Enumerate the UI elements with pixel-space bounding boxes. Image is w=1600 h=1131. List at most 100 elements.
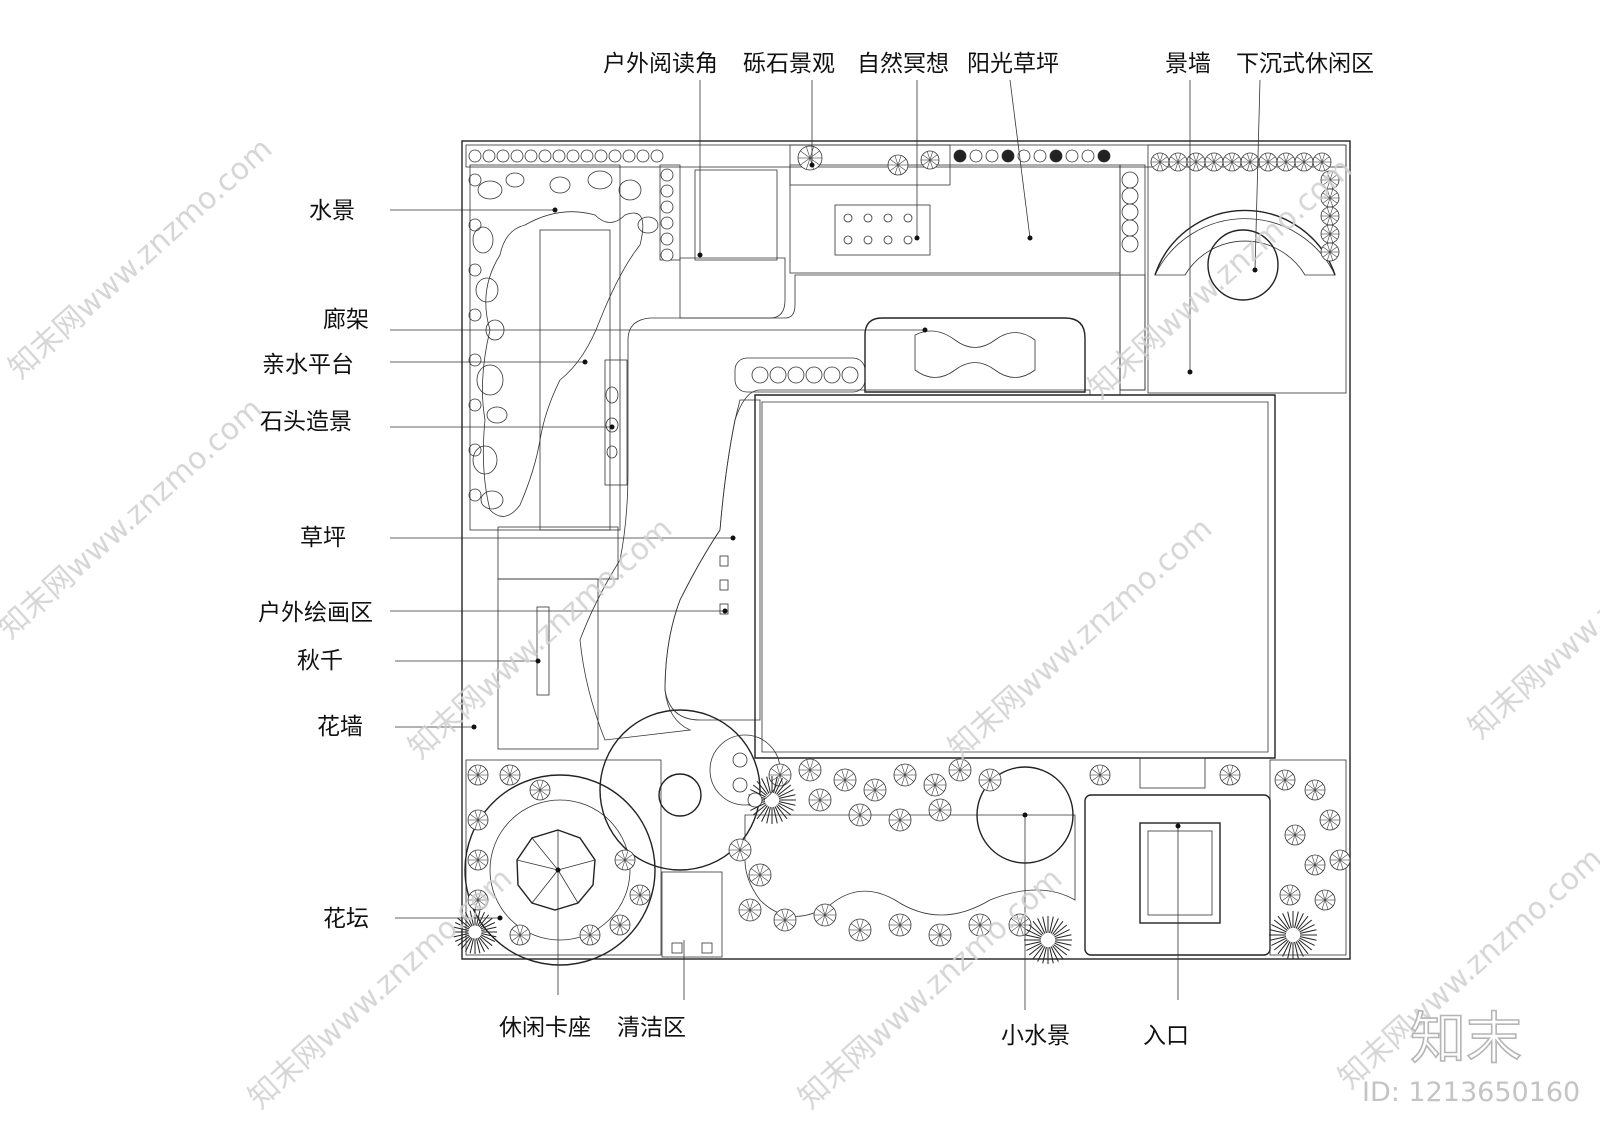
shrub-symbol <box>660 200 674 214</box>
site-boundary <box>461 140 1351 960</box>
shrub-symbol <box>1065 149 1079 163</box>
tree-symbol <box>509 924 531 946</box>
tree-symbol <box>748 863 772 887</box>
tree-symbol <box>1320 170 1340 190</box>
shrub-symbol <box>660 184 674 198</box>
watermark-text: 知末网www.znzmo.com <box>0 391 269 646</box>
pond-rocks <box>472 170 659 510</box>
house-outline <box>754 394 1276 759</box>
shrub-symbol <box>660 216 674 230</box>
tree-symbol <box>1312 152 1332 172</box>
shrub-symbol <box>1121 235 1139 253</box>
shrub-symbol <box>468 149 482 163</box>
tree-symbol <box>1320 242 1340 262</box>
shrub-symbol <box>1121 187 1139 205</box>
tree-symbol <box>888 808 912 832</box>
tree-symbol <box>579 924 601 946</box>
label-entrance: 入口 <box>1143 1023 1189 1049</box>
shrub-symbol <box>805 366 823 384</box>
water-deck-area <box>469 164 621 531</box>
shrub-symbol <box>566 149 580 163</box>
tree-symbol <box>928 923 952 947</box>
label-pergola: 廊架 <box>323 307 369 333</box>
shrub-symbol <box>732 752 748 768</box>
tree-symbol <box>1204 152 1224 172</box>
shrub-symbol <box>769 366 787 384</box>
leader-dots <box>471 162 1258 921</box>
watermark-brand: 知末 <box>1410 1007 1522 1072</box>
shrub-symbol <box>1017 149 1031 163</box>
shrub-symbol <box>1001 149 1015 163</box>
label-water-feature: 水景 <box>309 198 355 224</box>
shrub-symbol <box>747 792 763 808</box>
watermark-text: 知末网www.znzmo.com <box>402 511 679 766</box>
label-cleaning-area: 清洁区 <box>617 1015 686 1041</box>
label-feature-wall: 景墙 <box>1165 51 1211 77</box>
label-small-water: 小水景 <box>1001 1023 1070 1049</box>
entrance-mat-inner <box>1147 830 1213 916</box>
shrub-symbol <box>823 366 841 384</box>
booth-seat-outer <box>464 774 656 966</box>
easel-1 <box>719 555 729 567</box>
tree-symbol <box>808 788 832 812</box>
tree-symbol <box>467 764 489 786</box>
tree-symbol <box>833 768 857 792</box>
sunken-firepit <box>1207 229 1279 301</box>
pergola-wave <box>914 330 1036 378</box>
pergola-planter <box>734 357 866 393</box>
tree-symbol <box>1219 764 1241 786</box>
shrub-symbol <box>608 149 622 163</box>
left-hedge <box>468 173 482 502</box>
tree-symbol <box>1320 206 1340 226</box>
tree-symbol <box>863 778 887 802</box>
shrub-symbol <box>660 248 674 262</box>
sunken-arc <box>1154 218 1336 276</box>
label-gravel: 砾石景观 <box>743 51 835 77</box>
meditation-cushions <box>843 213 913 245</box>
watermark-text: 知末网www.znzmo.com <box>792 861 1069 1116</box>
meditation-pad <box>834 204 931 256</box>
tap-2 <box>701 942 713 954</box>
tree-symbol <box>467 809 489 831</box>
tree-symbol <box>887 154 909 176</box>
shrub-symbol <box>552 149 566 163</box>
tree-symbol <box>1279 884 1301 906</box>
tree-symbol <box>1089 764 1111 786</box>
plant-symbols <box>453 145 1351 964</box>
tree-symbol <box>1222 152 1242 172</box>
shrub-symbol <box>1049 149 1063 163</box>
tree-symbol <box>773 908 797 932</box>
shrub-symbol <box>650 149 664 163</box>
umbrella <box>516 829 596 911</box>
sunken-edge <box>1154 209 1336 276</box>
tree-symbol <box>768 763 792 787</box>
shrub-symbol <box>482 149 496 163</box>
shrub-symbol <box>841 366 859 384</box>
cleaning-area <box>661 871 723 958</box>
tree-symbol <box>928 798 952 822</box>
label-booth-seat: 休闲卡座 <box>499 1015 591 1041</box>
tree-symbol <box>893 763 917 787</box>
tree-symbol <box>1314 889 1336 911</box>
sunny-lawn <box>789 164 1121 274</box>
shrub-symbol <box>594 149 608 163</box>
tree-symbol <box>529 779 551 801</box>
shrub-symbol <box>580 149 594 163</box>
label-sunken-lounge: 下沉式休闲区 <box>1236 51 1374 77</box>
reading-deck <box>694 169 778 261</box>
shrub-symbol <box>1097 149 1111 163</box>
easel-3 <box>719 603 729 615</box>
entrance-mat <box>1139 822 1221 924</box>
tree-symbol <box>1320 188 1340 208</box>
deck-platform <box>539 229 611 531</box>
stepping-circle <box>709 734 781 806</box>
label-flower-bed: 花坛 <box>323 906 369 932</box>
conifer-symbol <box>1024 916 1072 964</box>
easel-2 <box>719 579 729 591</box>
tree-symbol <box>467 849 489 871</box>
leader-lines <box>390 79 1261 1010</box>
tree-symbol <box>888 913 912 937</box>
shrub-symbol <box>969 149 983 163</box>
shrub-symbol <box>751 366 769 384</box>
label-rock-feature: 石头造景 <box>260 409 352 435</box>
